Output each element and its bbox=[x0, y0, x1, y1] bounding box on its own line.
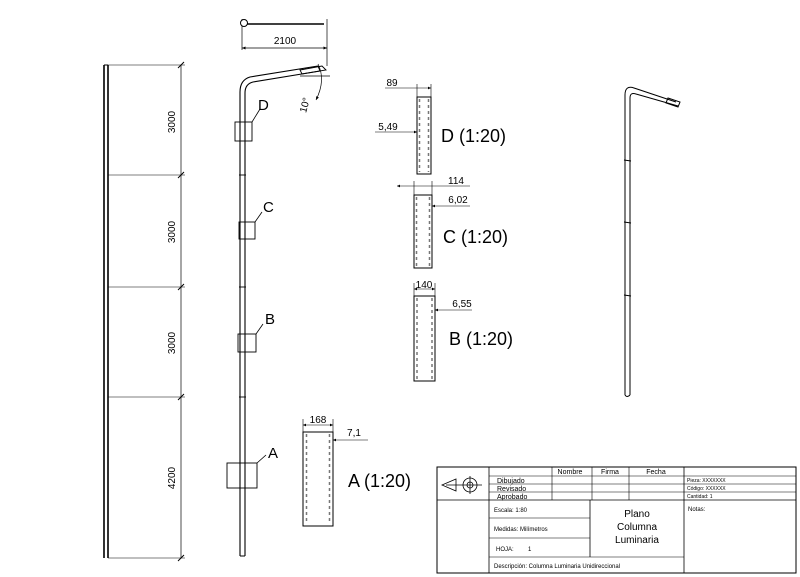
dim-segment-3: 3000 bbox=[167, 331, 178, 354]
detail-b bbox=[413, 283, 472, 382]
section-label-a: A bbox=[268, 445, 278, 462]
tb-pieza: Pieza: XXXXXXX bbox=[687, 478, 726, 484]
detail-a-diameter: 168 bbox=[310, 415, 327, 426]
front-elevation bbox=[226, 19, 330, 557]
dim-arm-length: 2100 bbox=[274, 36, 297, 47]
detail-c bbox=[397, 181, 470, 269]
title-block bbox=[436, 466, 797, 574]
detail-b-title: B (1:20) bbox=[449, 329, 513, 349]
section-box-b bbox=[237, 333, 257, 353]
pole-outline-right bbox=[244, 70, 321, 556]
tb-row-aprobado: Aprobado bbox=[497, 494, 527, 501]
tb-row-revisado: Revisado bbox=[497, 486, 526, 493]
tb-hoja-label: HOJA: bbox=[496, 547, 514, 553]
dim-segment-2: 3000 bbox=[167, 220, 178, 243]
tb-notas: Notas: bbox=[688, 507, 706, 513]
tb-col-firma: Firma bbox=[601, 469, 619, 476]
isometric-view bbox=[623, 86, 681, 397]
tb-cantidad: Cantidad: 1 bbox=[687, 494, 713, 500]
pole-outline-left bbox=[239, 65, 319, 556]
detail-a bbox=[302, 419, 368, 527]
side-elevation: 3000 3000 3000 4200 bbox=[103, 61, 185, 562]
detail-d-thickness: 5,49 bbox=[378, 122, 398, 133]
tb-plano-line3: Luminaria bbox=[615, 535, 659, 546]
section-box-a bbox=[226, 462, 258, 489]
detail-b-thickness: 6,55 bbox=[452, 299, 472, 310]
tb-col-nombre: Nombre bbox=[558, 469, 583, 476]
arm-pivot-circle bbox=[240, 19, 248, 27]
tb-col-fecha: Fecha bbox=[646, 469, 666, 476]
section-label-b: B bbox=[265, 311, 275, 328]
detail-c-diameter: 114 bbox=[448, 176, 464, 187]
tb-row-dibujado: Dibujado bbox=[497, 478, 525, 485]
section-box-c bbox=[238, 221, 256, 240]
detail-b-diameter: 140 bbox=[416, 280, 433, 291]
tb-hoja-value: 1 bbox=[528, 547, 532, 553]
section-label-c: C bbox=[263, 199, 274, 216]
section-label-d: D bbox=[258, 97, 269, 114]
detail-c-title: C (1:20) bbox=[443, 227, 508, 247]
tb-plano-line1: Plano bbox=[624, 509, 650, 520]
dim-segment-top: 3000 bbox=[167, 110, 178, 133]
detail-a-title: A (1:20) bbox=[348, 471, 411, 491]
detail-a-thickness: 7,1 bbox=[347, 428, 361, 439]
dim-segment-bottom: 4200 bbox=[167, 466, 178, 489]
luminaire-head bbox=[299, 65, 327, 75]
detail-d-title: D (1:20) bbox=[441, 126, 506, 146]
detail-d bbox=[375, 84, 432, 175]
tb-plano-line2: Columna bbox=[617, 522, 657, 533]
tb-codigo: Código: XXXXXX bbox=[687, 486, 726, 492]
detail-d-diameter: 89 bbox=[386, 78, 398, 89]
dim-arm-angle: 10° bbox=[298, 97, 313, 114]
section-box-d bbox=[234, 121, 253, 142]
tb-descripcion: Descripción: Columna Luminaria Unidirecc… bbox=[494, 564, 620, 570]
tb-medidas: Medidas: Milímetros bbox=[494, 527, 548, 533]
detail-c-thickness: 6,02 bbox=[448, 195, 468, 206]
tb-escala: Escala: 1:80 bbox=[494, 508, 528, 514]
projection-symbol bbox=[440, 476, 482, 494]
